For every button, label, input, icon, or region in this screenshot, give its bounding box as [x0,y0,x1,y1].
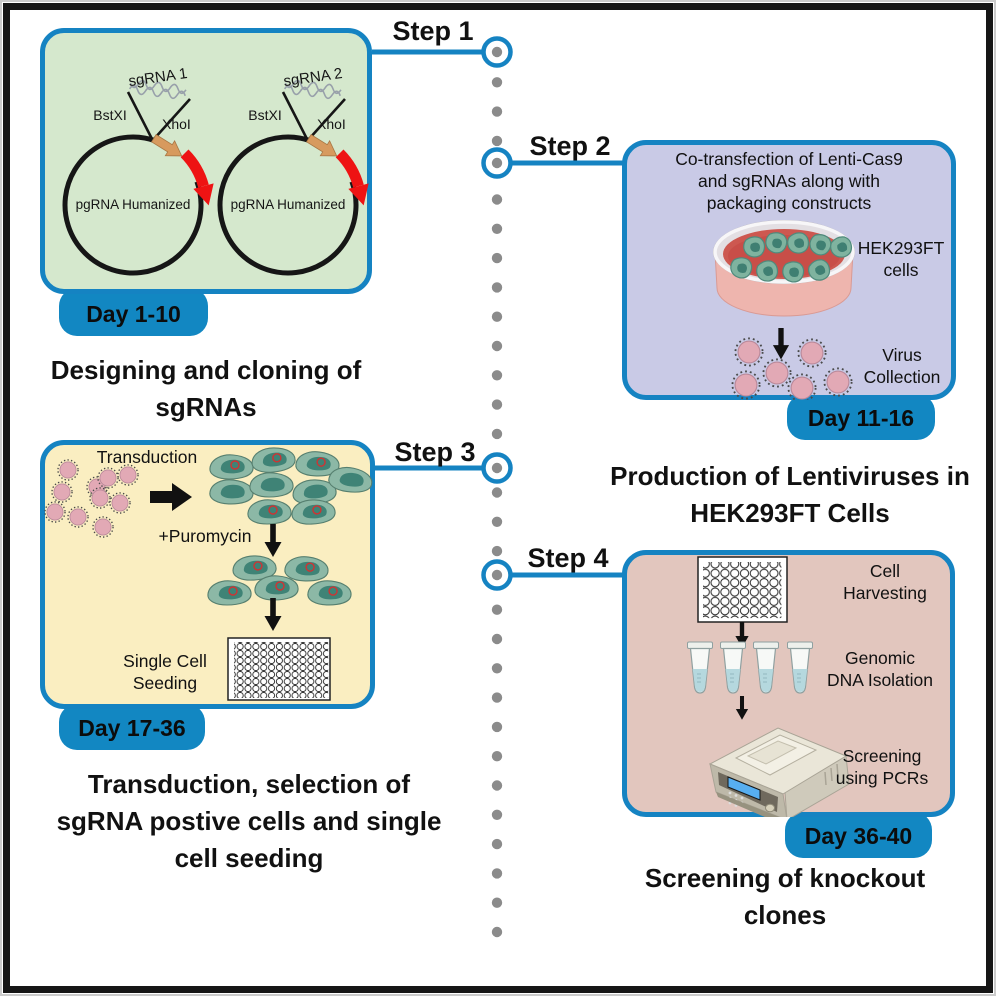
step-2-panel: Co-transfection of Lenti-Cas9 and sgRNAs… [622,140,956,400]
well-plate-icon [697,556,788,623]
tube-icon [752,641,780,694]
step-4-caption: Screening of knockout clones [644,863,926,930]
petri-dish-icon [713,220,855,317]
step-4-label: Step 4 [527,543,609,573]
sgrna2-label: sgRNA 2 [282,65,343,90]
step-2-label: Step 2 [529,131,611,161]
step-node-circles [481,36,513,591]
sgrna1-label: sgRNA 1 [127,65,188,90]
step-connector-lines [372,49,625,578]
arrow-down-icon [735,696,749,720]
tube-row [686,641,814,694]
plasmid-name-label: pgRNA Humanized [231,197,346,212]
xhoi-label: XhoI [162,116,191,132]
step-1-caption: Designing and cloning of sgRNAs [50,355,362,422]
step-1-label: Step 1 [392,16,474,46]
day-badge-step-3: Day 17-36 [59,704,205,750]
virus-cluster [44,459,139,538]
tube-icon [786,641,814,694]
virus-collection-label: Virus Collection [863,345,941,387]
screening-illustration [686,556,850,817]
pcr-machine-icon [708,727,850,817]
xhoi-label: XhoI [317,116,346,132]
arrow-down-icon [264,598,282,631]
cell-cluster-transduced [208,446,375,524]
tube-icon [719,641,747,694]
arrow-right-icon [150,483,192,511]
day-badge-step-1: Day 1-10 [59,288,208,336]
step-1-panel: sgRNA 1 BstXI XhoI pgRNA Humanized sgRNA… [40,28,372,294]
u6-promoter-arrow-icon [335,149,364,188]
bstxi-label: BstXI [93,107,126,123]
insert-arrow-icon [306,134,338,157]
day-badge-step-4: Day 36-40 [785,812,932,858]
transduction-label: Transduction [96,447,198,467]
cell-harvesting-label: Cell Harvesting [843,561,927,603]
step-4-panel: Cell Harvesting Genomic DNA Isolation Sc… [622,550,955,817]
single-cell-seeding-label: Single Cell Seeding [123,651,207,693]
well-plate-icon [227,637,331,701]
plasmid-icon: sgRNA 1 BstXI XhoI pgRNA Humanized [62,65,214,276]
puromycin-label: +Puromycin [158,526,252,546]
step-3-caption: Transduction, selection of sgRNA postive… [56,769,442,873]
lentivirus-production-illustration [713,220,855,400]
day-badge-step-2: Day 11-16 [787,394,935,440]
u6-promoter-arrow-icon [180,149,209,188]
bstxi-label: BstXI [248,107,281,123]
plasmid-name-label: pgRNA Humanized [76,197,191,212]
transduction-illustration [44,440,375,701]
plasmid-icon: sgRNA 2 BstXI XhoI pgRNA Humanized [217,65,369,276]
genomic-dna-isolation-label: Genomic DNA Isolation [826,648,934,690]
tube-icon [686,641,714,694]
hek293ft-cells-label: HEK293FT cells [857,238,945,280]
step-3-label: Step 3 [394,437,476,467]
screening-pcrs-label: Screening using PCRs [835,746,929,788]
step-2-caption: Production of Lentiviruses in HEK293FT C… [610,461,970,528]
virus-cluster [731,337,853,400]
step-3-panel: Transduction +Puromycin Single Cell Seed… [40,440,375,709]
cotransfection-text: Co-transfection of Lenti-Cas9 and sgRNAs… [675,149,903,213]
insert-arrow-icon [151,134,183,157]
cell-cluster-selected [208,555,352,606]
arrow-down-icon [772,328,790,360]
plasmid-cloning-illustration: sgRNA 1 BstXI XhoI pgRNA Humanized sgRNA… [62,65,369,276]
